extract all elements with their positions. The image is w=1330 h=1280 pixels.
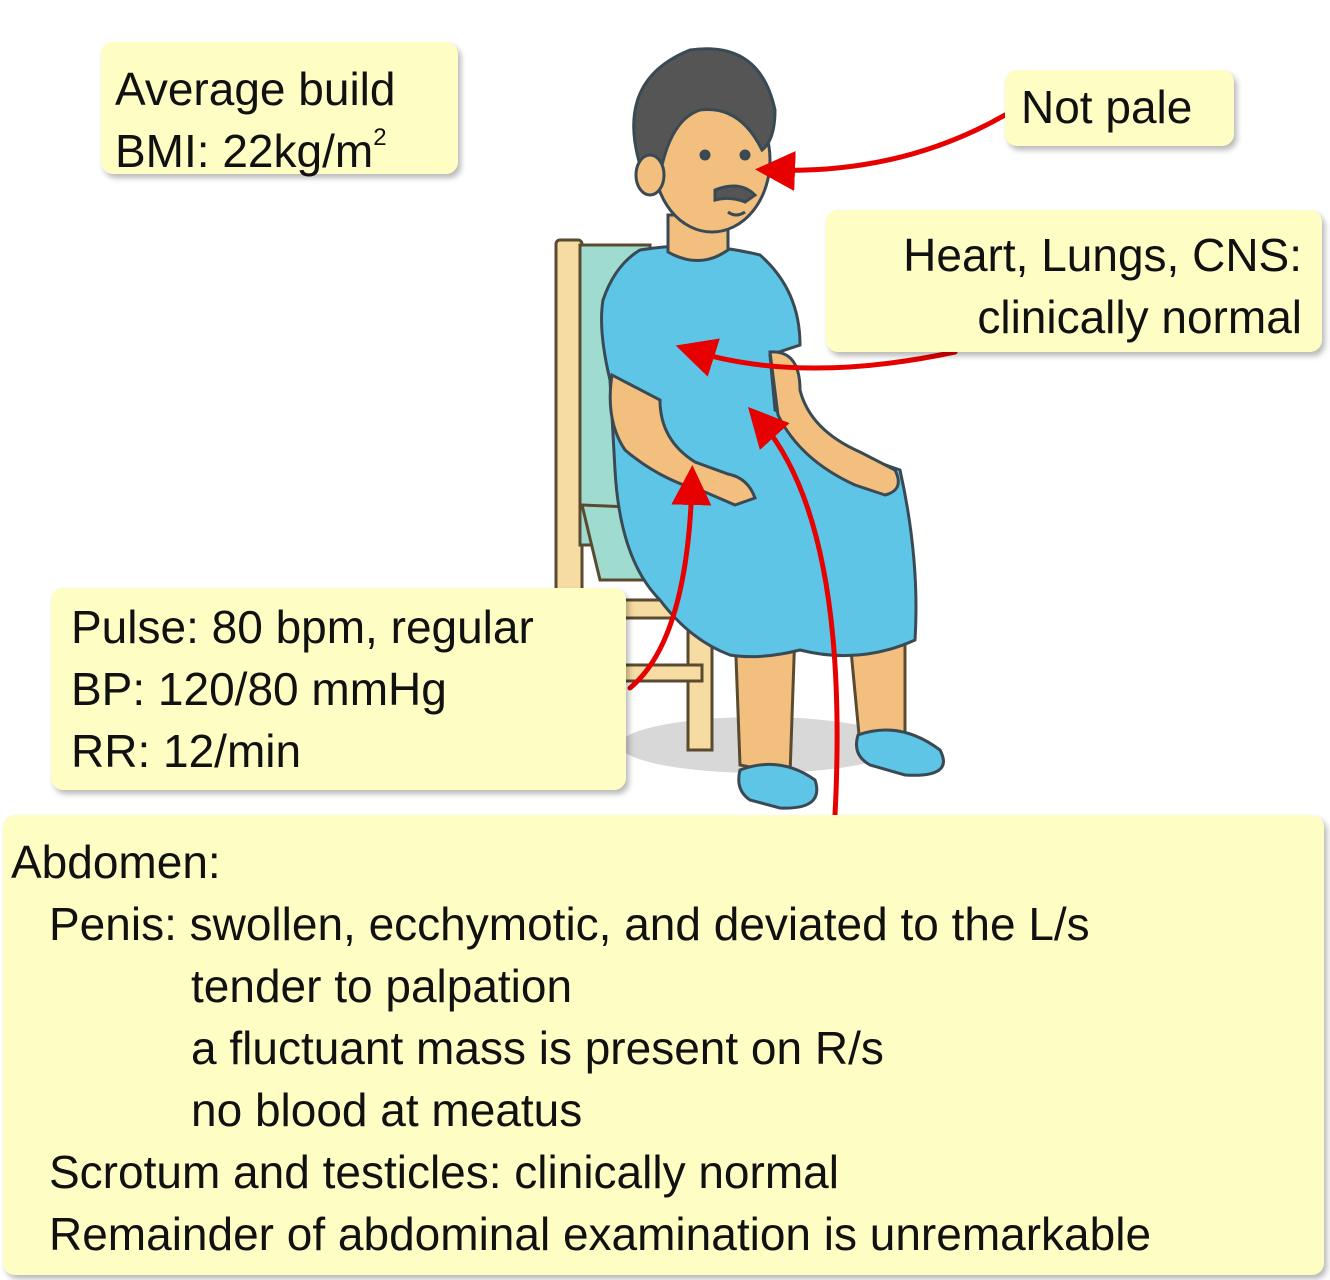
build-note: Average build BMI: 22kg/m2 <box>101 42 458 177</box>
bp-line: BP: 120/80 mmHg <box>71 663 447 715</box>
bmi-unit-exponent: 2 <box>373 124 387 151</box>
abdomen-note: Abdomen: Penis: swollen, ecchymotic, and… <box>3 815 1324 1275</box>
tenderness-finding: tender to palpation <box>191 960 573 1012</box>
bmi-line: BMI: 22kg/m2 <box>115 120 458 182</box>
pallor-text: Not pale <box>1021 81 1193 133</box>
pallor-note: Not pale <box>1005 70 1234 146</box>
bmi-value: BMI: 22kg/m <box>115 125 374 177</box>
vitals-note: Pulse: 80 bpm, regular BP: 120/80 mmHg R… <box>51 588 626 790</box>
organs-note: Heart, Lungs, CNS: clinically normal <box>826 210 1322 352</box>
organs-line-2: clinically normal <box>977 291 1302 343</box>
scrotum-finding: Scrotum and testicles: clinically normal <box>49 1146 839 1198</box>
penis-finding: Penis: swollen, ecchymotic, and deviated… <box>49 898 1090 950</box>
build-line: Average build <box>115 63 396 115</box>
meatus-finding: no blood at meatus <box>191 1084 583 1136</box>
head <box>632 47 777 234</box>
rr-line: RR: 12/min <box>71 725 302 777</box>
remainder-finding: Remainder of abdominal examination is un… <box>49 1208 1152 1260</box>
left-arm <box>608 372 757 507</box>
pulse-line: Pulse: 80 bpm, regular <box>71 601 534 653</box>
organs-line-1: Heart, Lungs, CNS: <box>903 229 1302 281</box>
abdomen-heading: Abdomen: <box>11 836 221 888</box>
mass-finding: a fluctuant mass is present on R/s <box>191 1022 884 1074</box>
